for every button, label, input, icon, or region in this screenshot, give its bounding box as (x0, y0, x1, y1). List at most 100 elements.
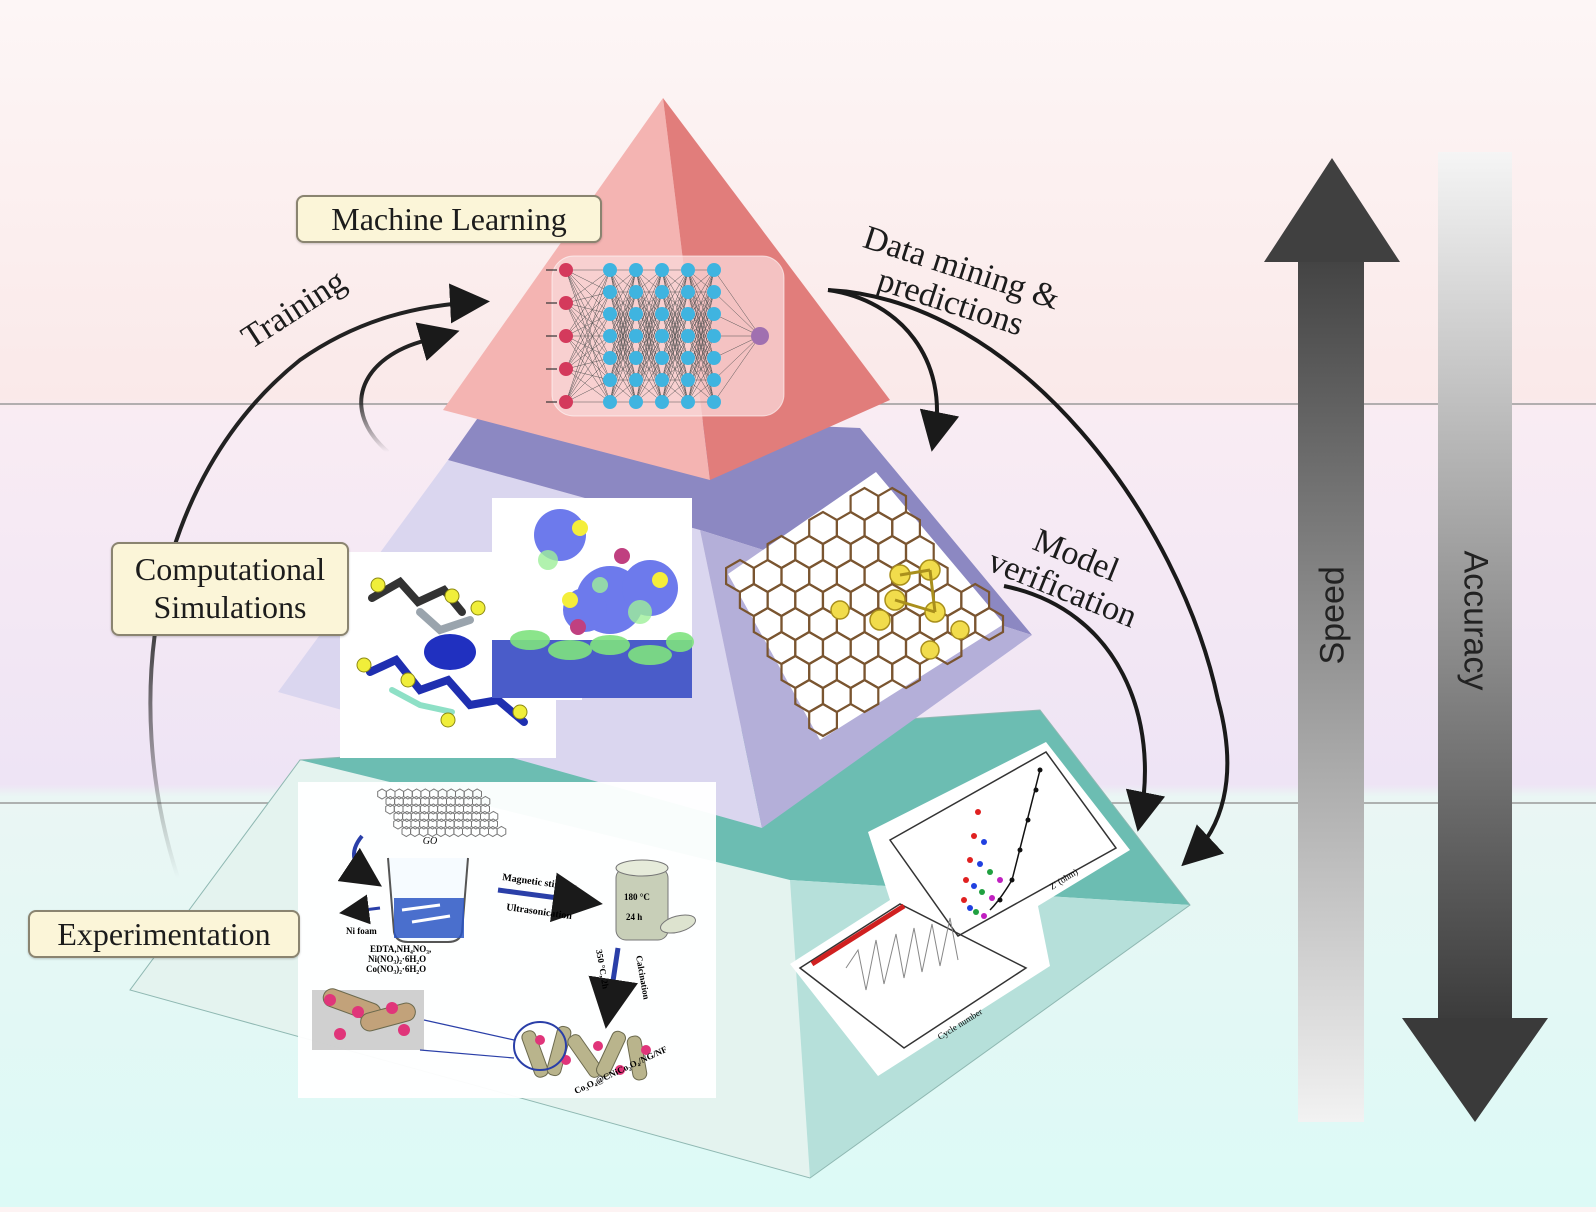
nn-edge (565, 357, 611, 403)
nn-node (629, 307, 643, 321)
go-hex (480, 795, 491, 808)
nn-node (559, 395, 573, 409)
ni-foam-label: Ni foam (346, 926, 377, 936)
nn-edge (565, 291, 611, 370)
nn-node (629, 263, 643, 277)
nn-edge (661, 357, 689, 403)
nn-node (707, 373, 721, 387)
nn-edge (565, 313, 611, 337)
nn-edge (713, 291, 761, 337)
nn-edge (565, 379, 611, 403)
long-verification-arrow (827, 288, 1230, 867)
nn-edge (687, 269, 715, 359)
nn-node (707, 263, 721, 277)
nn-node (655, 285, 669, 299)
go-hex (488, 818, 498, 830)
graphene-hex (891, 654, 921, 690)
nn-node (559, 296, 573, 310)
nn-node (655, 263, 669, 277)
nn-edge (687, 313, 715, 403)
nn-node (681, 307, 695, 321)
nn-node (559, 329, 573, 343)
nn-node (707, 395, 721, 409)
nn-edge (609, 357, 637, 403)
nn-edge (565, 291, 611, 403)
training-arrow-inner (359, 322, 460, 454)
nn-node (707, 351, 721, 365)
nn-edge (635, 269, 663, 359)
nn-node (603, 373, 617, 387)
cycle-plot (798, 903, 1028, 1049)
nn-edge (565, 269, 611, 403)
nn-node (603, 285, 617, 299)
nn-node (559, 362, 573, 376)
training-arrow-outer (148, 283, 490, 879)
nn-edge (565, 313, 611, 370)
nn-edge (713, 335, 761, 403)
nn-edge (565, 269, 611, 370)
nn-node (751, 327, 769, 345)
model-verification-arrow (1003, 584, 1166, 832)
nn-edge (565, 357, 611, 370)
nn-node (655, 395, 669, 409)
computational-text: Computational (134, 551, 326, 587)
nn-edge (565, 291, 611, 337)
nn-edge (687, 357, 715, 403)
nn-node (681, 351, 695, 365)
nn-node (707, 307, 721, 321)
nn-node (559, 263, 573, 277)
reagent-line-2: Ni(NO₃)₂·6H₂O (368, 954, 426, 964)
nn-edge (565, 291, 611, 304)
nn-edge (661, 269, 689, 315)
nn-edge (661, 335, 689, 403)
nn-edge (565, 368, 611, 403)
nn-node (603, 307, 617, 321)
go-hex (472, 788, 482, 800)
nn-node (629, 329, 643, 343)
go-hex (488, 810, 499, 823)
nn-node (655, 351, 669, 365)
speed-arrow (1264, 158, 1400, 1122)
nn-edge (687, 335, 715, 403)
simulation-image-right (725, 472, 1005, 740)
nn-node (707, 329, 721, 343)
graphene-hex (808, 702, 838, 738)
nn-edge (609, 269, 637, 337)
machine-learning-text: Machine Learning (331, 201, 567, 237)
nn-node (681, 263, 695, 277)
nn-node (629, 395, 643, 409)
nn-edge (687, 269, 715, 315)
simulations-text: Simulations (153, 589, 307, 626)
nn-edge (565, 269, 611, 304)
go-hex (496, 825, 507, 838)
speed-label: Speed (1313, 566, 1352, 665)
nn-edge (565, 313, 611, 403)
reagent-line-1: EDTA,NH₄NO₃, (370, 944, 431, 954)
simulation-image-center (492, 498, 694, 698)
nn-edge (565, 368, 611, 381)
eis-plot (888, 751, 1118, 937)
nn-edge (565, 269, 611, 337)
data-mining-arrow (827, 288, 960, 452)
nn-node (629, 373, 643, 387)
experimentation-text: Experimentation (57, 916, 271, 952)
nn-node (603, 329, 617, 343)
nn-edge (635, 269, 663, 315)
nn-edge (713, 269, 761, 337)
accuracy-label: Accuracy (1456, 550, 1495, 691)
experimentation-label: Experimentation (28, 910, 300, 958)
nn-node (603, 263, 617, 277)
electrochem-plots: Z' (ohm) Cycle number (790, 742, 1130, 1076)
nn-edge (635, 269, 663, 337)
autoclave-temp: 180 °C (624, 892, 650, 902)
nn-node (655, 373, 669, 387)
nn-node (681, 373, 695, 387)
nn-edge (635, 357, 663, 403)
nn-node (655, 329, 669, 343)
nn-edge (713, 335, 761, 381)
ml-tier (443, 98, 890, 480)
nn-edge (609, 269, 637, 359)
nn-node (603, 395, 617, 409)
nn-edge (609, 335, 637, 403)
experiment-scheme-image: GO Ni foam EDTA,NH₄NO₃, Ni(NO₃)₂·6H₂O Co… (298, 782, 716, 1098)
